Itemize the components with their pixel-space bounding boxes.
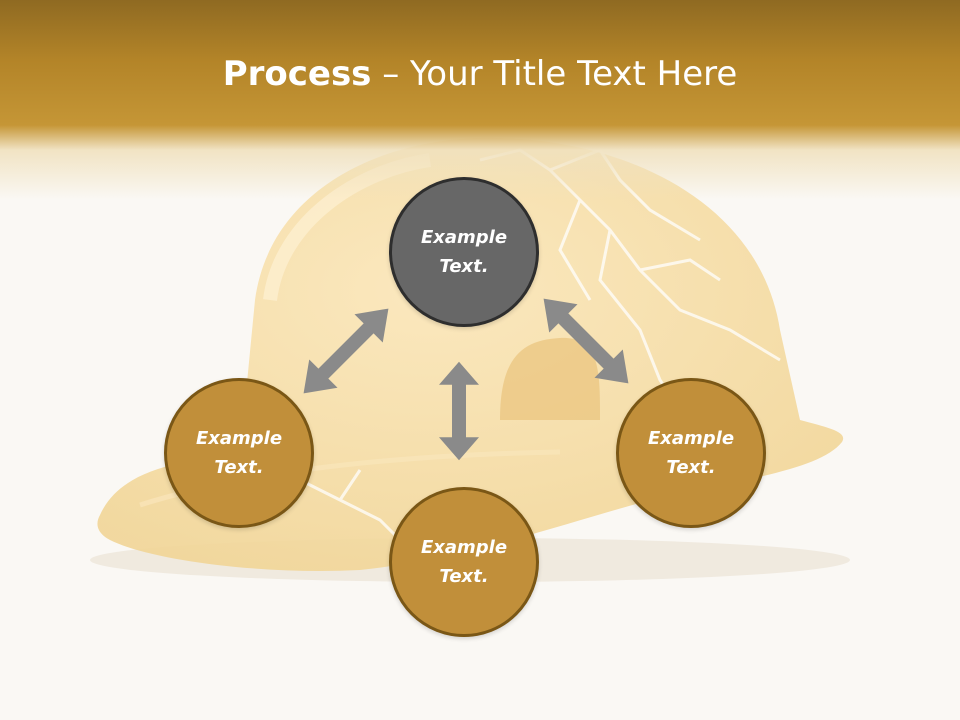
node-label: Example Text. <box>647 428 735 478</box>
node-label: Example Text. <box>195 428 283 478</box>
title-bar <box>0 0 960 200</box>
slide-title: Process – Your Title Text Here <box>0 54 960 94</box>
double-arrow-icon <box>439 361 479 461</box>
title-bold: Process <box>222 54 372 94</box>
title-rest: – Your Title Text Here <box>371 54 738 94</box>
double-arrow-icon <box>289 294 403 408</box>
double-arrow-icon <box>529 284 643 398</box>
process-node-top: Example Text. <box>389 177 539 327</box>
process-node-right: Example Text. <box>616 378 766 528</box>
node-label: Example Text. <box>420 227 508 277</box>
process-node-bottom: Example Text. <box>389 487 539 637</box>
node-label: Example Text. <box>420 537 508 587</box>
process-node-left: Example Text. <box>164 378 314 528</box>
